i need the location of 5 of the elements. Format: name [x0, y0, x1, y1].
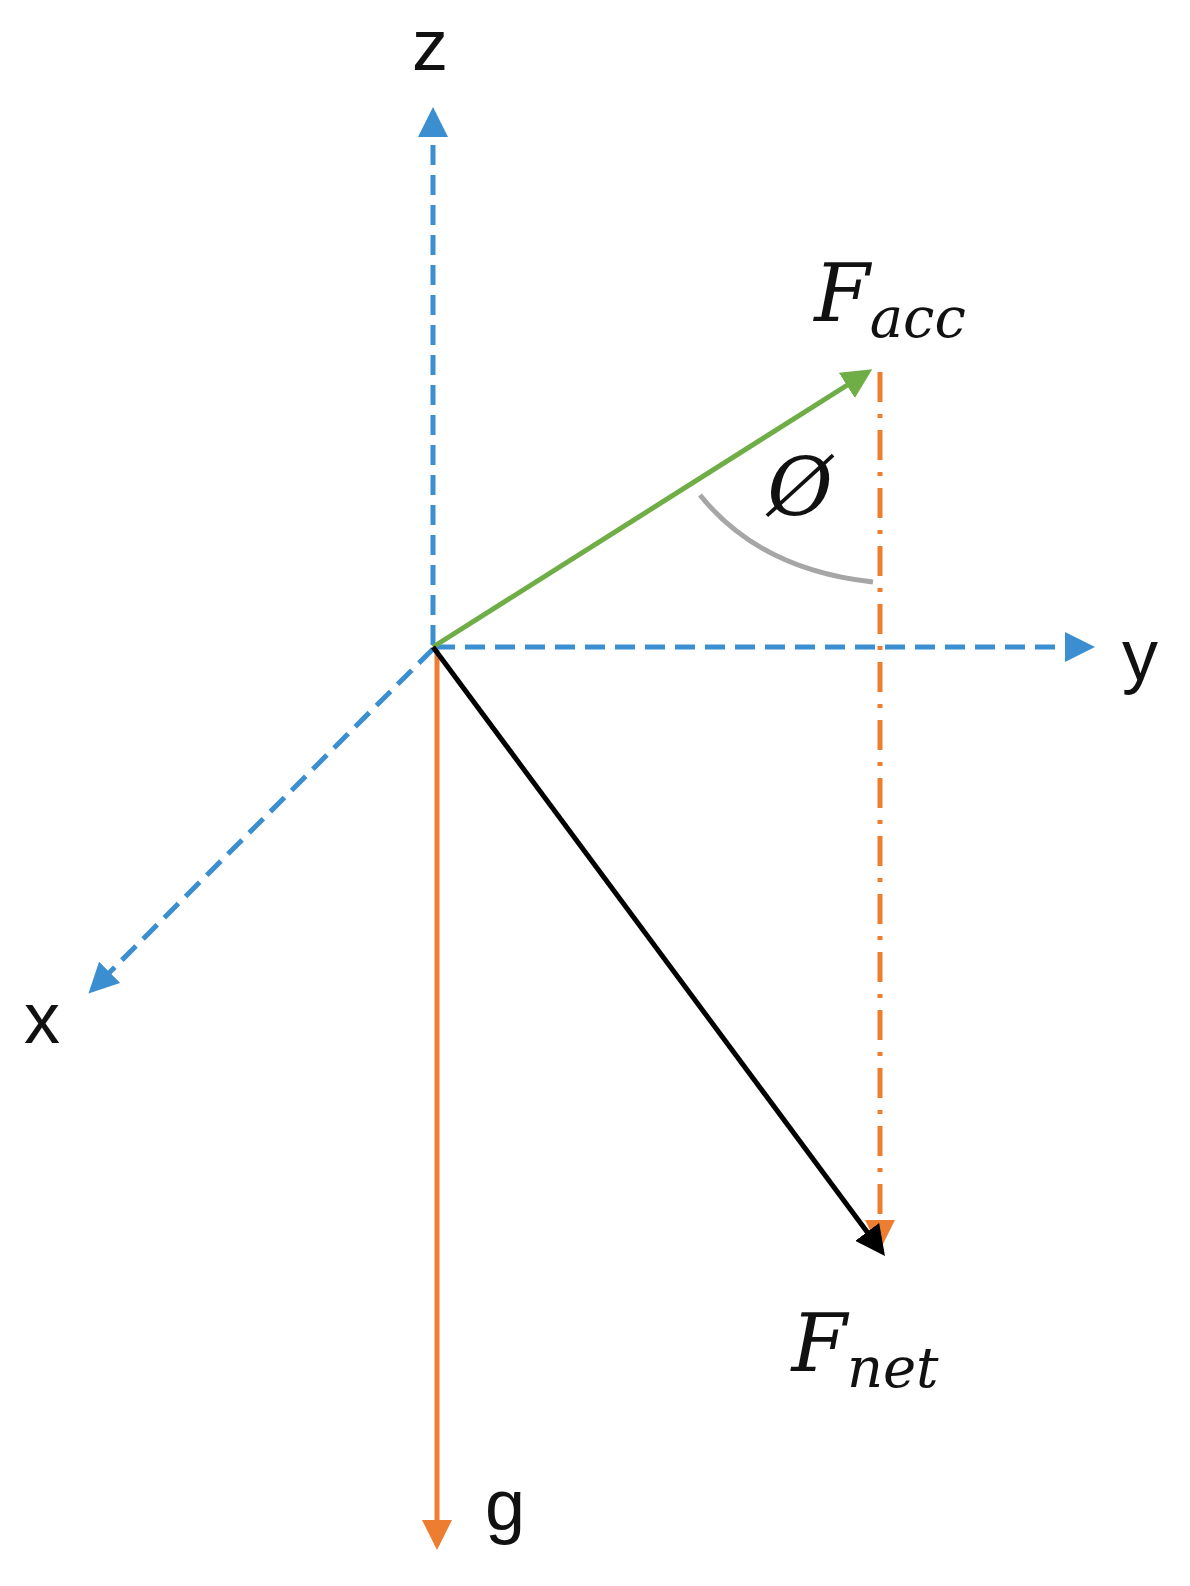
axis-label: x	[24, 982, 60, 1054]
axis-label: z	[412, 9, 448, 81]
force-label: F$_{net}$	[791, 1303, 939, 1397]
force-label: F$_{acc}$	[814, 253, 966, 347]
angle-label: Ø	[767, 448, 833, 528]
